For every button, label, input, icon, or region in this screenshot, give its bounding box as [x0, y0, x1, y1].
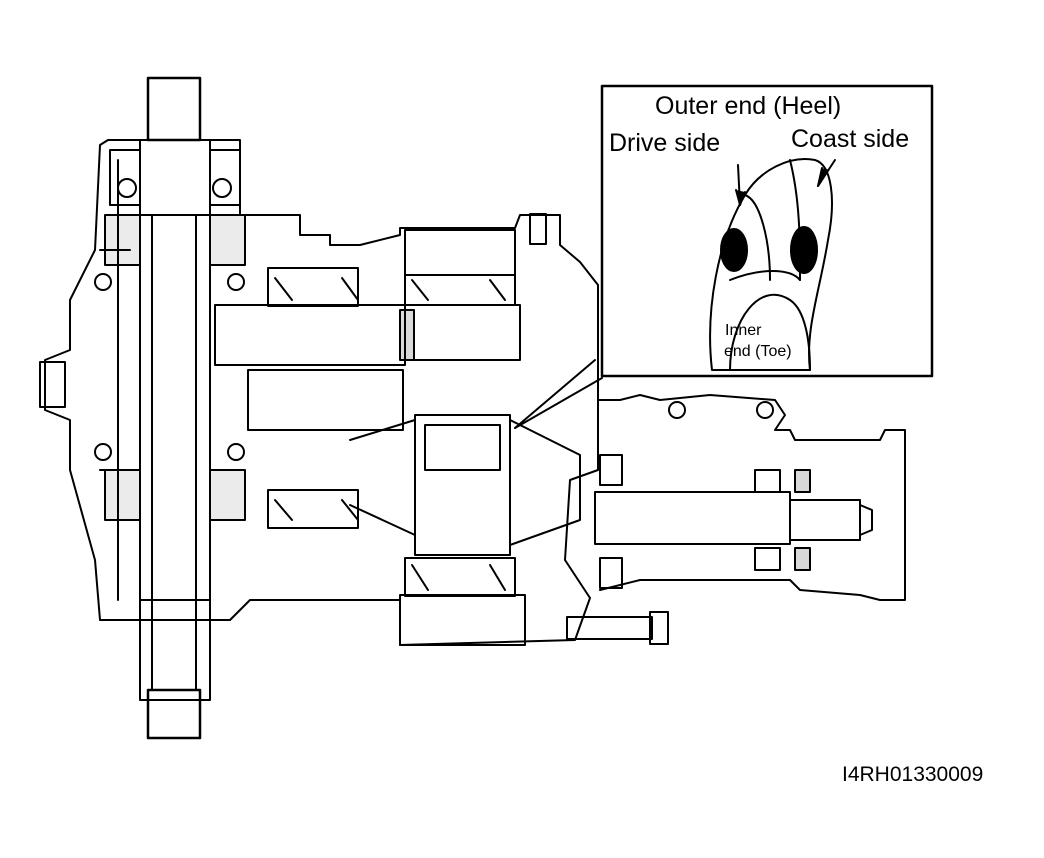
- drive-side-label: Drive side: [609, 129, 721, 157]
- input-shaft: [139, 76, 211, 740]
- intermediate-shaft: [214, 304, 521, 431]
- tooth-contact-callout: [514, 84, 934, 429]
- gear-tooth-illustration: [709, 158, 836, 371]
- inner-end-label-line1: Inner: [725, 322, 762, 339]
- top-bolt: [529, 213, 547, 245]
- pinion-shaft: [594, 454, 873, 589]
- ring-gear: [349, 229, 581, 646]
- upper-tapered-bearings: [267, 267, 516, 307]
- lower-bolt: [566, 611, 669, 645]
- right-housing: [597, 394, 906, 601]
- figure-code: I4RH01330009: [842, 763, 984, 786]
- coast-side-contact-patch: [790, 226, 818, 274]
- inner-end-label-line2: end (Toe): [724, 343, 792, 360]
- outer-end-heel-label: Outer end (Heel): [655, 92, 842, 120]
- input-shaft-bearings: [94, 149, 246, 521]
- lower-tapered-bearings: [267, 489, 516, 597]
- drive-side-contact-patch: [720, 228, 748, 272]
- coast-side-label: Coast side: [791, 125, 910, 153]
